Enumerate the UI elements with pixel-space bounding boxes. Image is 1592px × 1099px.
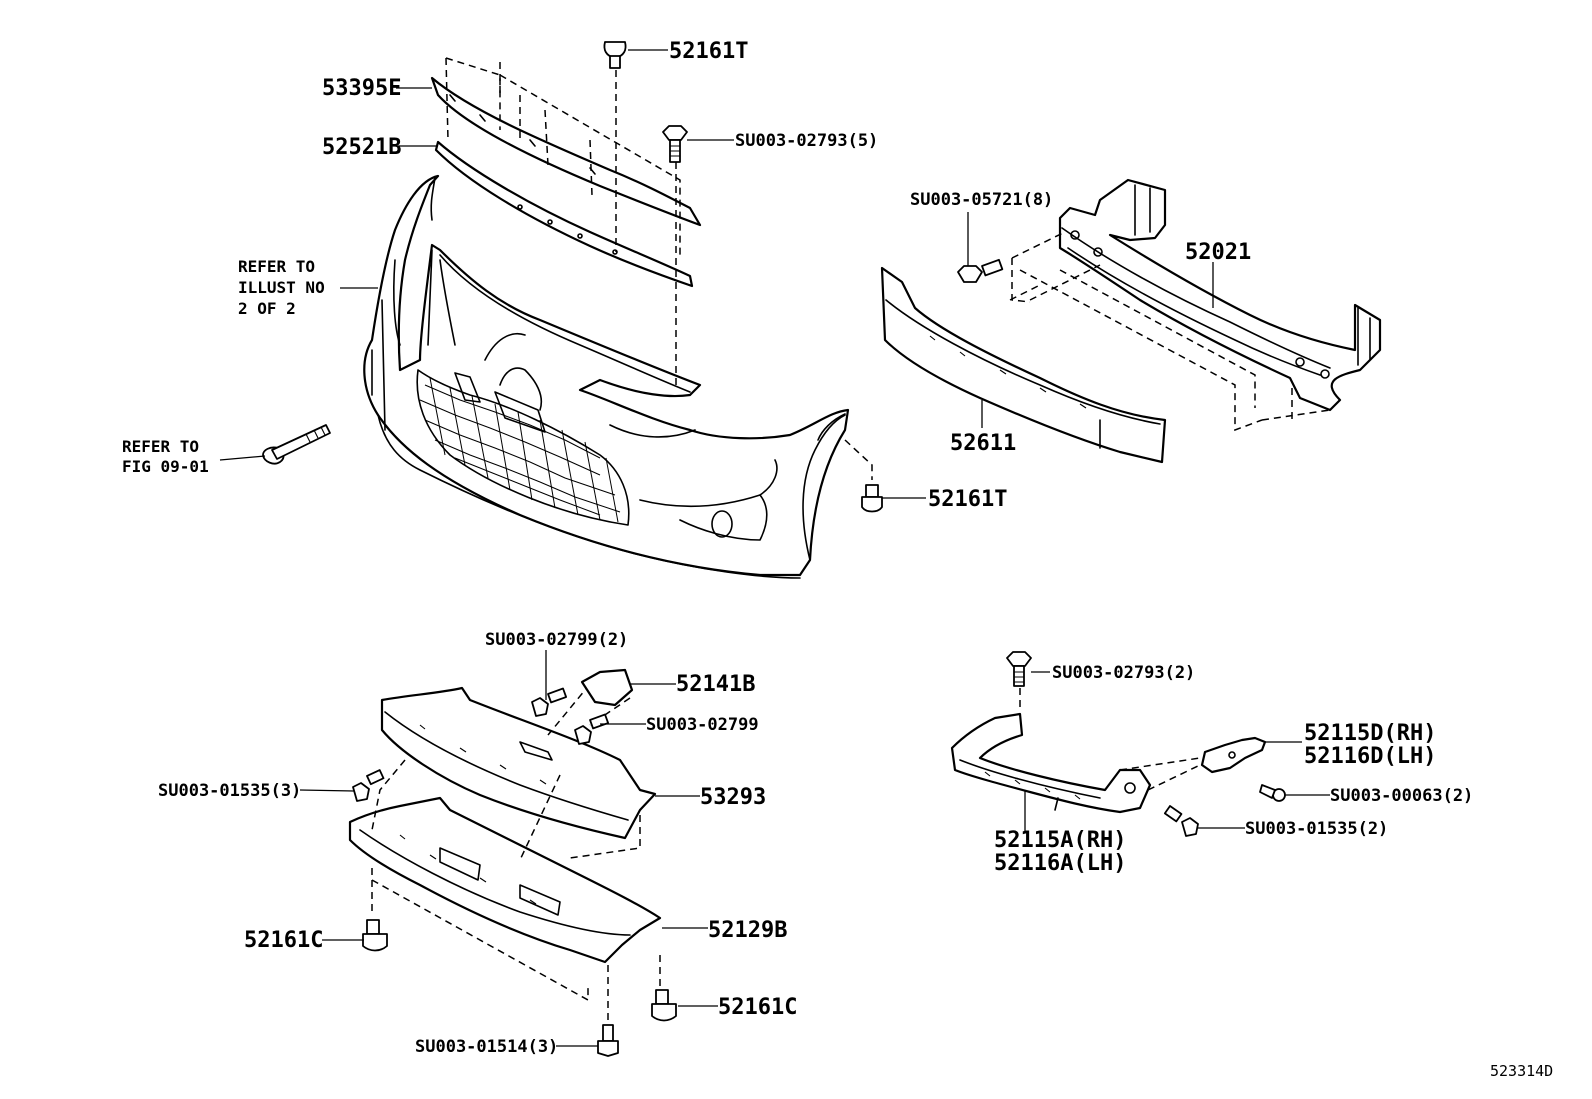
grille-mesh [419,377,621,523]
clip-icon-52161T-top [603,41,627,69]
label-SU003-01514-3: SU003-01514(3) [415,1037,558,1057]
clip-icon-00063-2 [1259,784,1286,802]
label-52116D: 52116D(LH) [1304,744,1436,769]
label-52161C-left: 52161C [244,928,323,953]
label-SU003-01535-2: SU003-01535(2) [1245,819,1388,839]
note-refer-illust-2: ILLUST NO [238,278,325,297]
label-SU003-02799: SU003-02799 [646,715,759,735]
label-52129B: 52129B [708,918,787,943]
note-refer-fig-2: FIG 09-01 [122,457,209,476]
label-52161C-right: 52161C [718,995,797,1020]
label-52521B: 52521B [322,135,401,160]
clip-icon-52161C-right [651,989,677,1022]
bolt-icon-05721-8 [957,258,1004,283]
note-refer-fig-1: REFER TO [122,437,199,456]
bracket-52115D [1200,736,1267,774]
label-SU003-01535-3: SU003-01535(3) [158,781,301,801]
seal-52521B [434,140,694,288]
label-53395E: 53395E [322,76,401,101]
reinforcement-52021 [1058,178,1382,412]
label-52115D: 52115D(RH) [1304,721,1436,746]
label-52116A: 52116A(LH) [994,851,1126,876]
note-refer-illust-1: REFER TO [238,257,315,276]
label-52141B: 52141B [676,672,755,697]
label-SU003-05721-8: SU003-05721(8) [910,190,1053,210]
upper-retainer-53395E [430,76,702,227]
leader-lines [219,49,1330,1047]
cover-52129B [348,796,662,964]
bolt-icon-01535-2 [1163,805,1199,837]
label-53293: 53293 [700,785,766,810]
label-SU003-02793-2: SU003-02793(2) [1052,663,1195,683]
bolt-icon-01514-3 [597,1024,619,1057]
label-SU003-00063-2: SU003-00063(2) [1330,786,1473,806]
label-52611: 52611 [950,431,1016,456]
label-52021: 52021 [1185,240,1251,265]
illustration-id: 523314D [1490,1062,1553,1080]
bolt-icon-02793-2 [1006,651,1032,687]
bracket-52115A [950,712,1152,814]
label-SU003-02799-2: SU003-02799(2) [485,630,628,650]
bracket-52141B [580,668,634,707]
bolt-icon-02799 [574,713,610,745]
bolt-icon-02799-2 [531,687,568,717]
bumper-cover [363,174,850,579]
note-refer-illust-3: 2 OF 2 [238,299,296,318]
label-52161T-top: 52161T [669,39,748,64]
bolt-icon-tow-eye [262,424,331,465]
label-52161T-side: 52161T [928,487,1007,512]
label-SU003-02793-5: SU003-02793(5) [735,131,878,151]
cover-53293 [380,686,657,840]
bolt-icon-01535-3 [352,769,385,802]
clip-icon-52161T-side [861,484,883,513]
clip-icon-52161C-left [362,919,388,952]
bolt-icon-02793-5 [662,125,688,163]
label-52115A: 52115A(RH) [994,828,1126,853]
absorber-52611 [880,266,1167,464]
